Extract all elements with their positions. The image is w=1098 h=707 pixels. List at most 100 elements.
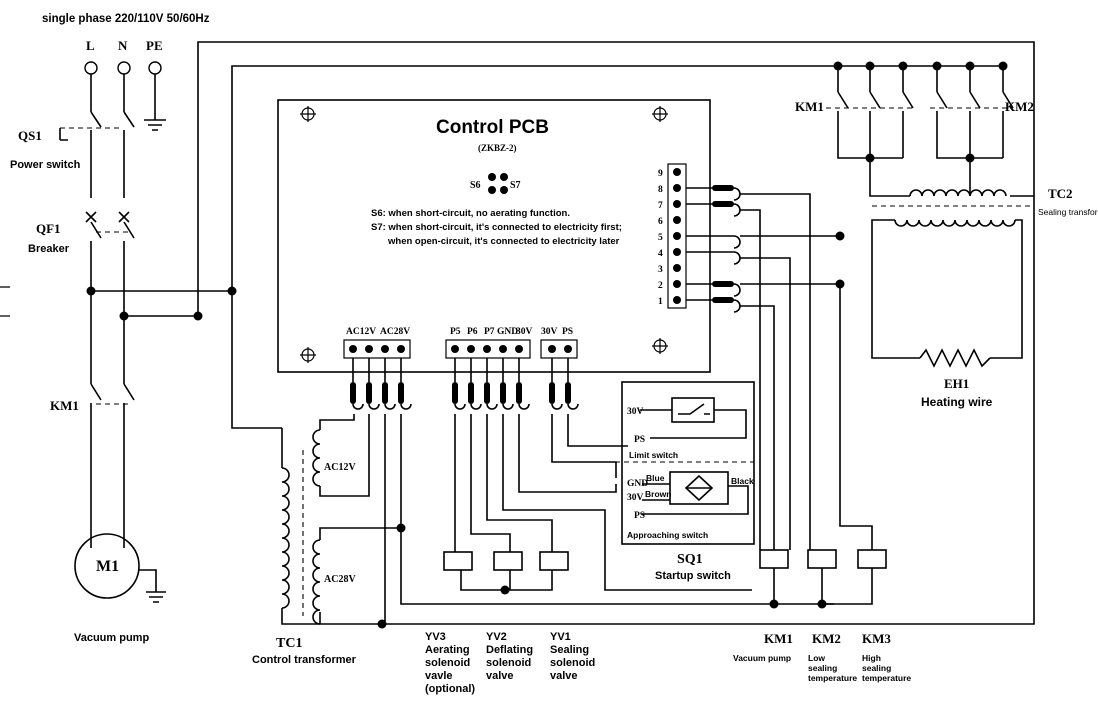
valve-plugs [452, 358, 530, 410]
km1-relay-line-1: Vacuum pump [733, 653, 791, 663]
terminal-label-l: L [86, 38, 95, 53]
yv2-line-1: Deflating [486, 644, 533, 656]
km2-relay-line-2: sealing [808, 663, 837, 673]
term-ac12v: AC12V [346, 327, 376, 337]
relay-coil-km2 [807, 549, 837, 569]
sq1-label: Startup switch [655, 570, 731, 582]
km1-heat-id: KM1 [795, 99, 824, 114]
right-plugs [686, 185, 741, 313]
eh1-id: EH1 [944, 376, 969, 391]
motor-id: M1 [96, 558, 119, 575]
approaching-switch-icon [642, 471, 749, 515]
limit-pin-30v: 30V [627, 407, 644, 417]
rterm-1: 1 [658, 297, 663, 307]
limit-switch-icon [640, 397, 747, 439]
term-30v-b: 30V [541, 327, 558, 337]
power-switch-qs1 [59, 111, 135, 198]
right-terminal-strip [667, 163, 687, 309]
tc2-id: TC2 [1048, 186, 1073, 201]
km3-relay-line-2: sealing [862, 663, 891, 673]
control-transformer-tc1 [281, 414, 401, 625]
term-p6: P6 [467, 327, 478, 337]
motor-contactor-km1 [90, 383, 135, 548]
km2-heat-id: KM2 [1005, 99, 1034, 114]
rterm-8: 8 [658, 185, 663, 195]
motor-label: Vacuum pump [74, 632, 149, 644]
terminal-block-valves [445, 339, 531, 359]
term-p7: P7 [484, 327, 495, 337]
tc1-ac28v-label: AC28V [324, 574, 356, 585]
km1-motor-id: KM1 [50, 398, 79, 413]
wire-blue: Blue [646, 473, 665, 483]
vacuum-pump-motor [74, 533, 166, 603]
rterm-9: 9 [658, 169, 663, 179]
pcb-title: Control PCB [436, 117, 549, 138]
rterm-5: 5 [658, 233, 663, 243]
jumper-s6-s7 [488, 173, 508, 194]
terminal-label-pe: PE [146, 38, 163, 53]
rterm-4: 4 [658, 249, 663, 259]
yv2-id: YV2 [486, 631, 507, 643]
approaching-switch-label: Approaching switch [627, 530, 708, 540]
rterm-6: 6 [658, 217, 663, 227]
startup-switch-box [621, 381, 755, 545]
wire-brown: Brown [645, 489, 671, 499]
rterm-7: 7 [658, 201, 663, 211]
yv3-line-2: solenoid [425, 657, 470, 669]
valve-coil-yv3 [443, 551, 473, 571]
yv3-line-3: vavle [425, 670, 453, 682]
pcb-note-2: S7: when short-circuit, it's connected t… [371, 222, 622, 233]
yv2-line-3: valve [486, 670, 514, 682]
limit-switch-label: Limit switch [629, 450, 678, 460]
yv1-line-1: Sealing [550, 644, 589, 656]
term-30v-a: 30V [516, 327, 533, 337]
qs1-id: QS1 [18, 128, 42, 143]
ac-plugs [350, 358, 412, 410]
terminal-block-switch [540, 339, 578, 359]
term-ps: PS [562, 327, 573, 337]
eh1-label: Heating wire [921, 395, 993, 409]
heating-wire-resistor [919, 348, 991, 368]
km3-relay-line-1: High [862, 653, 881, 663]
km2-relay-id: KM2 [812, 631, 841, 646]
approach-pin-ps: PS [634, 511, 645, 521]
pe-ground-icon [144, 74, 166, 131]
mount-hole-icon [300, 106, 668, 363]
wire-black: Black [731, 476, 754, 486]
heating-contactors [826, 61, 1034, 197]
supply-header: single phase 220/110V 50/60Hz [42, 13, 210, 25]
breaker-qf1 [85, 211, 135, 384]
term-ac28v: AC28V [380, 327, 410, 337]
pcb-note-3: when open-circuit, it's connected to ele… [387, 236, 620, 247]
km3-relay-line-3: temperature [862, 673, 911, 683]
pcb-model: (ZKBZ-2) [478, 143, 517, 153]
yv3-line-4: (optional) [425, 683, 475, 695]
yv1-id: YV1 [550, 631, 571, 643]
km2-relay-line-1: Low [808, 653, 825, 663]
supply-terminals [84, 61, 162, 75]
tc1-label: Control transformer [252, 654, 357, 666]
relay-coil-km1 [759, 549, 789, 569]
relay-coil-km3 [857, 549, 887, 569]
km2-relay-line-3: temperature [808, 673, 857, 683]
term-gnd: GND [497, 327, 518, 337]
km1-relay-id: KM1 [764, 631, 793, 646]
qs1-label: Power switch [10, 159, 81, 171]
approach-pin-30v: 30V [627, 493, 644, 503]
sealing-transformer-tc2 [871, 189, 1034, 359]
qf1-id: QF1 [36, 221, 61, 236]
tc2-label: Sealing transformer [1038, 207, 1098, 217]
pcb-note-1: S6: when short-circuit, no aerating func… [371, 208, 570, 219]
yv3-line-1: Aerating [425, 644, 470, 656]
valve-coil-yv2 [493, 551, 523, 571]
term-p5: P5 [450, 327, 461, 337]
yv3-id: YV3 [425, 631, 446, 643]
terminal-block-ac [343, 339, 411, 359]
yv1-line-3: valve [550, 670, 578, 682]
rterm-3: 3 [658, 265, 663, 275]
terminal-label-n: N [118, 38, 128, 53]
limit-pin-ps: PS [634, 435, 645, 445]
switch-plugs [549, 358, 579, 410]
sq1-id: SQ1 [677, 552, 703, 567]
